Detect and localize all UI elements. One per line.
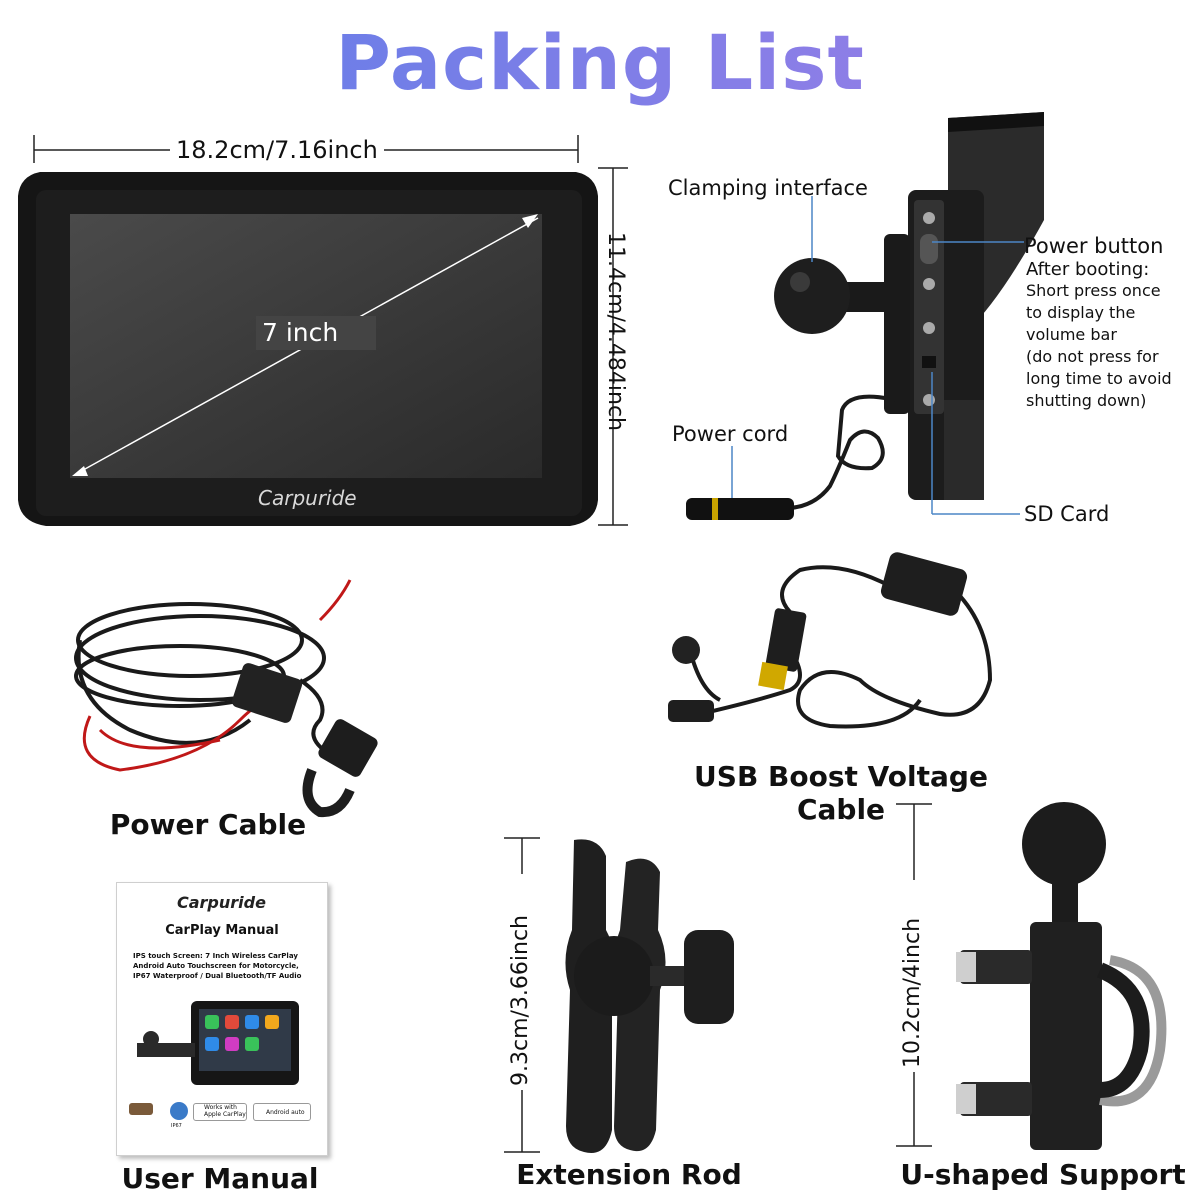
screen-height-label: 11.4cm/4.484inch xyxy=(603,232,628,431)
screen-width-label: 18.2cm/7.16inch xyxy=(170,136,384,164)
user-manual-booklet: Carpuride CarPlay Manual IPS touch Scree… xyxy=(116,882,328,1156)
extension-rod-dimension: 9.3cm/3.66inch xyxy=(508,914,533,1086)
power-button-label: Power button xyxy=(1024,234,1164,258)
power-notes: Short press once to display the volume b… xyxy=(1026,281,1172,410)
manual-carplay-badge: Works with Apple CarPlay xyxy=(193,1103,247,1121)
user-manual-caption: User Manual xyxy=(121,1162,319,1195)
brand-logo: Carpuride xyxy=(258,486,357,510)
sd-card-label: SD Card xyxy=(1024,502,1110,526)
manual-device-picture xyxy=(129,1001,299,1120)
manual-heading: CarPlay Manual xyxy=(165,923,279,938)
power-cable-image xyxy=(74,579,378,818)
extension-rod-caption: Extension Rod xyxy=(516,1158,742,1191)
page-title: Packing List xyxy=(0,18,1200,107)
power-cable-caption: Power Cable xyxy=(109,808,307,841)
usb-cable-image xyxy=(668,552,993,729)
manual-android-badge: Android auto xyxy=(253,1103,311,1121)
extension-rod-image xyxy=(565,839,734,1154)
diagonal-label: 7 inch xyxy=(262,318,339,347)
usb-cable-caption: USB Boost Voltage Cable xyxy=(694,760,988,826)
power-cord-label: Power cord xyxy=(672,422,789,446)
extension-rod-dimension-line xyxy=(504,837,540,1153)
u-support-dimension: 10.2cm/4inch xyxy=(900,917,925,1068)
manual-ip-badge: IP67 xyxy=(171,1123,182,1129)
after-booting-label: After booting: xyxy=(1026,259,1150,280)
manual-brand: Carpuride xyxy=(177,893,266,912)
screen-device-side xyxy=(686,112,1044,520)
u-support-image xyxy=(956,802,1167,1150)
manual-description: IPS touch Screen: 7 Inch Wireless CarPla… xyxy=(133,952,302,980)
clamping-interface-label: Clamping interface xyxy=(668,176,868,200)
u-support-caption: U-shaped Support xyxy=(900,1158,1186,1191)
u-support-dimension-line xyxy=(896,803,932,1147)
